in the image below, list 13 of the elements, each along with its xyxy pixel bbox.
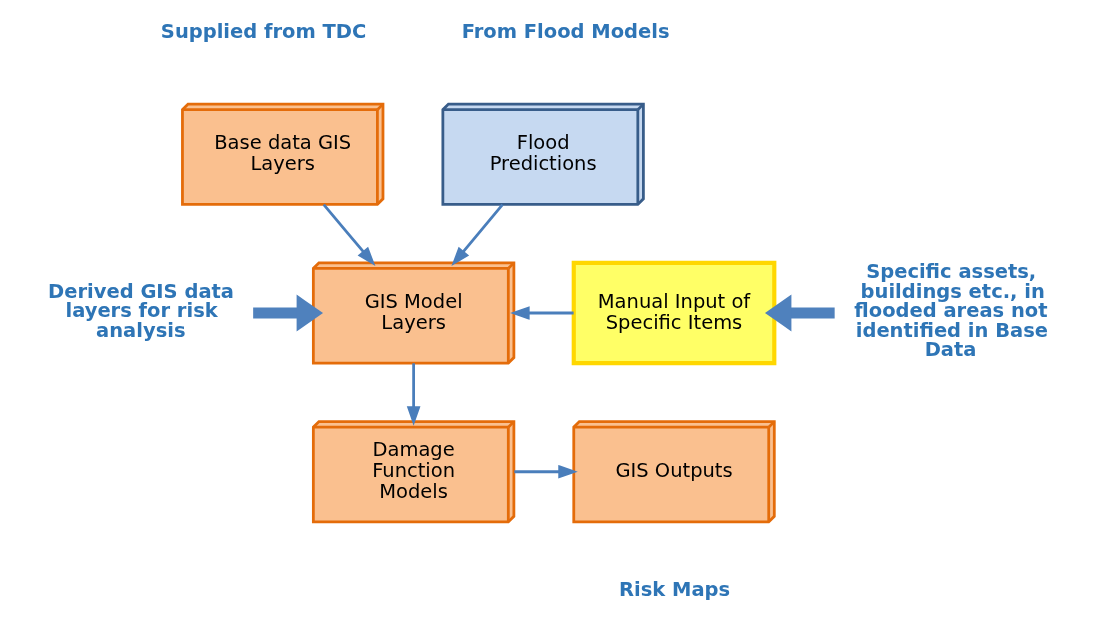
arrow <box>509 306 574 320</box>
node-label: From Flood Models <box>461 19 670 43</box>
node-box: Manual Input of Specific Items <box>571 260 776 366</box>
arrow <box>513 464 578 479</box>
arrow <box>252 294 323 332</box>
node-label: Risk Maps <box>618 577 730 601</box>
node-label: Supplied from TDC <box>160 19 366 43</box>
arrow <box>450 203 504 267</box>
arrow <box>322 203 375 267</box>
arrow <box>764 294 835 332</box>
arrow <box>406 363 420 426</box>
node-text: Specific assets, buildings etc., in flooded areas not identified in Base Data <box>853 260 1048 362</box>
node-text: Derived GIS data layers for risk analysis <box>47 279 234 342</box>
